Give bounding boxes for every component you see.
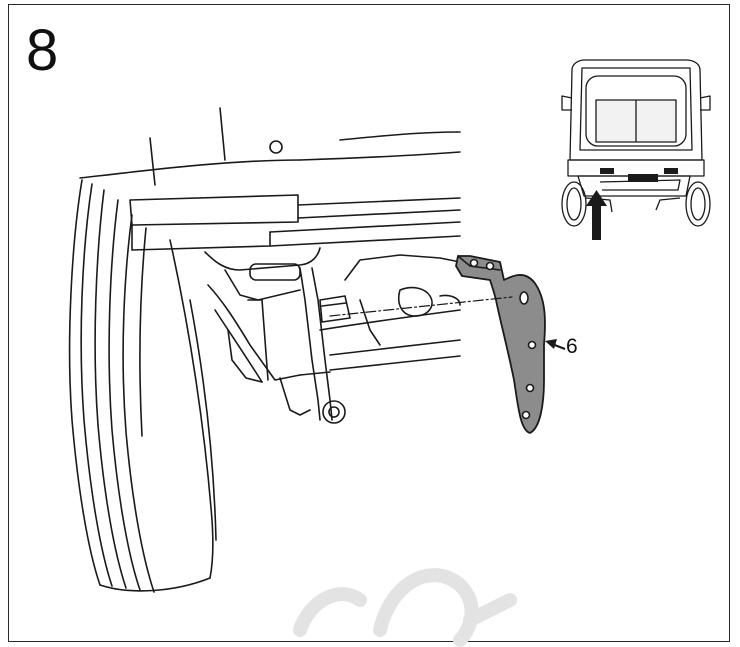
- suspension: [204, 247, 461, 424]
- callout-label-6: 6: [566, 335, 578, 358]
- vehicle-body: [79, 107, 461, 251]
- alignment-line: [329, 296, 513, 317]
- tire: [68, 179, 217, 593]
- watermark: [293, 568, 517, 647]
- bracket-part-6: [455, 255, 546, 434]
- step-number: 8: [26, 18, 59, 83]
- vehicle-rear-thumbnail: [561, 59, 711, 227]
- callout-arrow-6: [545, 339, 566, 351]
- location-arrow-icon: [586, 190, 607, 240]
